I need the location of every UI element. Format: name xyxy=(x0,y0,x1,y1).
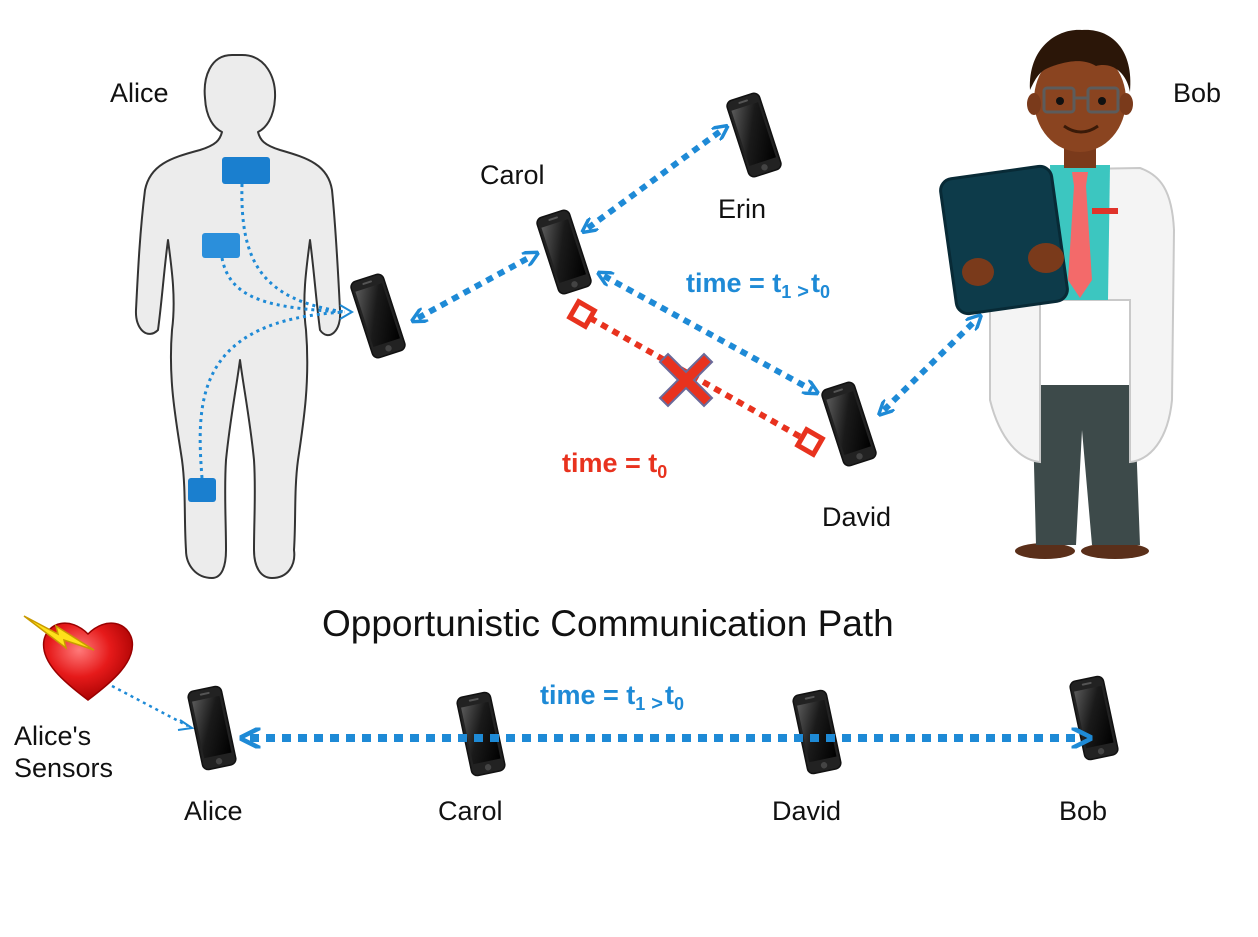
link-alice-carol xyxy=(418,256,532,318)
sensor-arrow-icon xyxy=(339,304,354,320)
node-label-alice: Alice xyxy=(184,796,243,826)
sensor-chest-icon xyxy=(222,157,270,184)
phone-david-icon xyxy=(819,379,879,469)
cross-icon xyxy=(658,352,714,408)
label-erin: Erin xyxy=(718,194,766,224)
sensor-link-bottom xyxy=(111,684,189,728)
label-bob: Bob xyxy=(1173,78,1221,108)
link-carol-erin xyxy=(588,130,722,228)
sensor-leg-icon xyxy=(188,478,216,502)
broken-link xyxy=(566,298,826,458)
phone-bottom-david-icon xyxy=(791,688,843,776)
section-title: Opportunistic Communication Path xyxy=(322,603,894,644)
link-david-bob xyxy=(884,320,976,410)
phone-bottom-bob-icon xyxy=(1068,674,1120,762)
node-label-carol: Carol xyxy=(438,796,503,826)
human-body-icon xyxy=(134,54,342,579)
label-david: David xyxy=(822,502,891,532)
sensor-arrow-bottom-icon xyxy=(177,719,195,731)
lightning-icon xyxy=(23,615,95,651)
phone-erin-icon xyxy=(724,90,784,180)
node-label-david: David xyxy=(772,796,841,826)
sensors-label-line2: Sensors xyxy=(14,753,113,783)
phone-bottom-alice-icon xyxy=(186,684,238,772)
sensor-hip-icon xyxy=(202,233,240,258)
node-label-bob: Bob xyxy=(1059,796,1107,826)
time-label-bottom: time = t1>t0 xyxy=(540,680,684,715)
sensors-label-line1: Alice's xyxy=(14,721,91,751)
doctor-icon xyxy=(939,29,1176,559)
time-label-red: time = t0 xyxy=(562,448,667,482)
phone-alice-icon xyxy=(348,271,408,361)
time-label-blue: time = t1>t0 xyxy=(686,268,830,303)
heart-icon xyxy=(42,622,134,701)
links-blue xyxy=(418,130,976,410)
label-alice: Alice xyxy=(110,78,169,108)
sensor-links xyxy=(198,183,346,479)
link-carol-david xyxy=(604,276,812,390)
phone-carol-icon xyxy=(534,207,594,297)
label-carol: Carol xyxy=(480,160,545,190)
